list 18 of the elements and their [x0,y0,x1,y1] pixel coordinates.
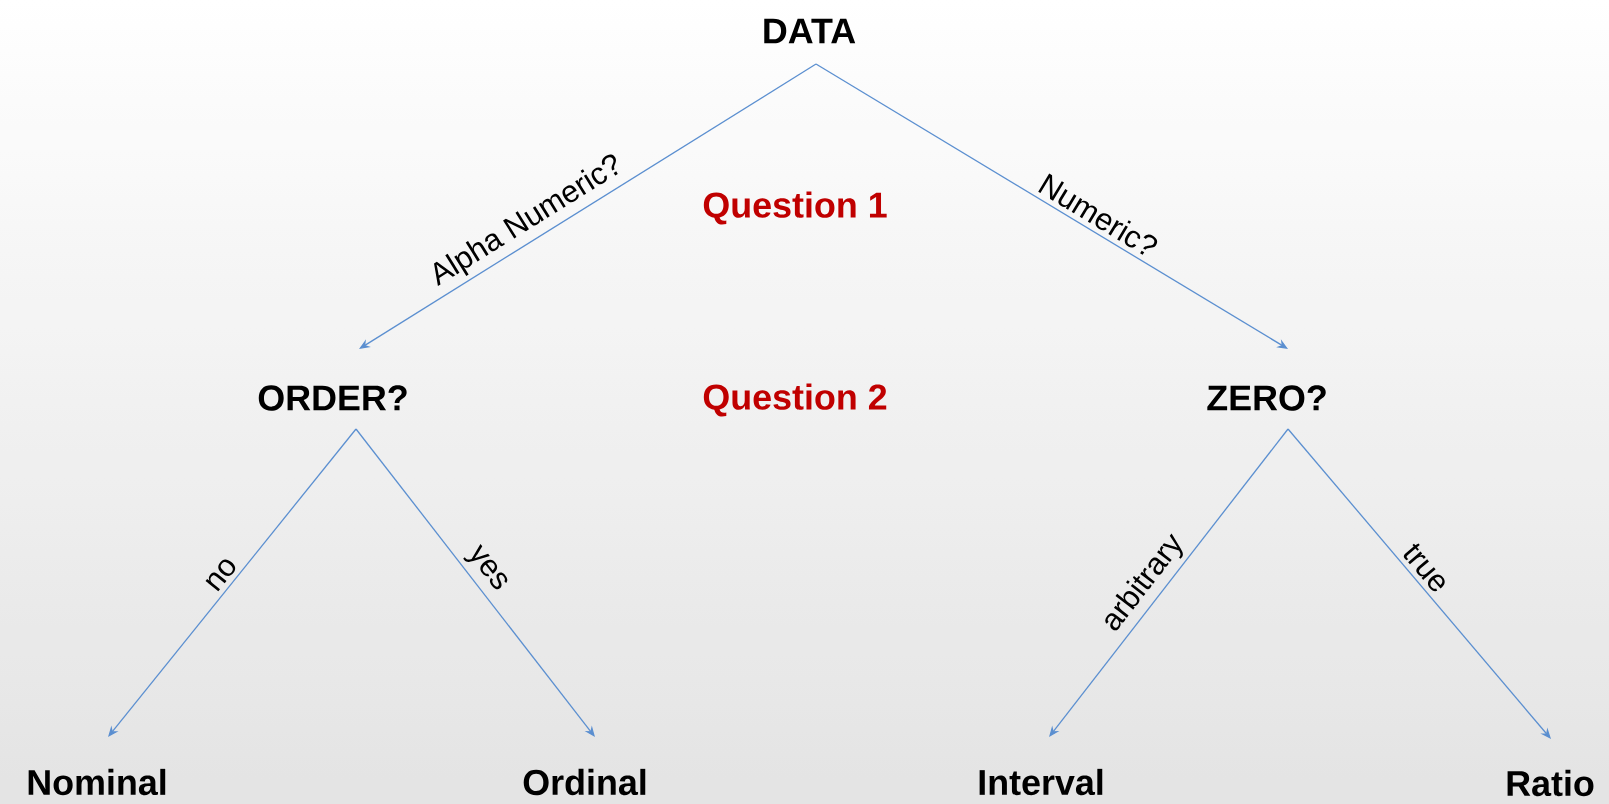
question-label: Question 2 [703,383,887,417]
edge-label: true [1403,543,1445,592]
edge-label: yes [463,543,508,590]
arrow [815,63,1288,349]
question-label: Question 1 [703,191,887,225]
node-label: Nominal [28,768,166,796]
node-label: ORDER? [258,385,407,411]
node-label: DATA [764,18,856,44]
node-label: Interval [979,768,1103,796]
node-label: Ratio [1507,769,1594,797]
arrow [1049,428,1289,737]
arrow [108,428,357,737]
node-label: Ordinal [523,768,646,796]
arrow [355,428,595,737]
edge-label: no [205,559,236,592]
arrow [359,63,817,349]
node-label: ZERO? [1207,385,1326,411]
arrow [1287,428,1551,739]
